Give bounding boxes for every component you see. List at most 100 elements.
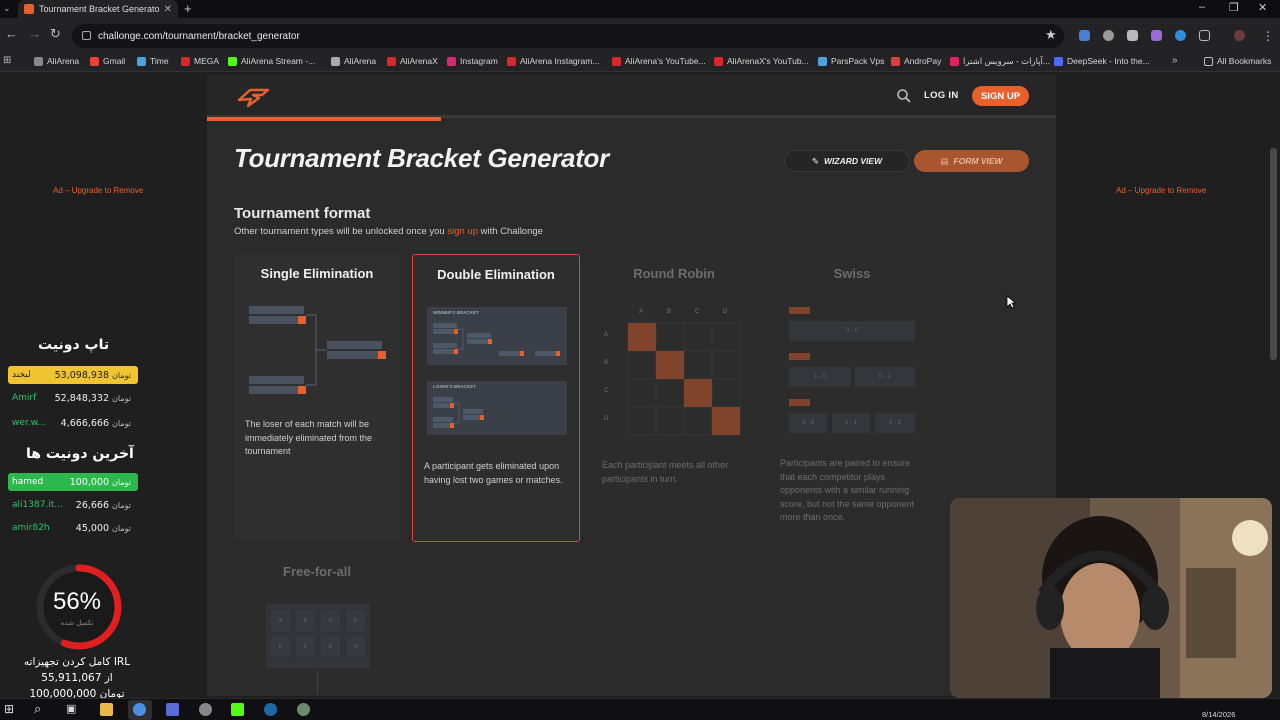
- scrollbar[interactable]: [1270, 148, 1277, 360]
- bookmark-favicon-icon: [331, 56, 340, 66]
- progress-percent: 56%: [52, 588, 102, 615]
- bookmark-item[interactable]: آپارات - سرویس اشترا...: [950, 56, 1050, 67]
- all-bookmarks[interactable]: All Bookmarks: [1204, 56, 1271, 66]
- close-tab-icon[interactable]: ✕: [163, 3, 172, 15]
- pencil-icon: ✎: [811, 155, 820, 166]
- reload-icon[interactable]: ↻: [50, 26, 61, 41]
- windows-taskbar: [0, 698, 1280, 720]
- file-explorer-icon[interactable]: [100, 703, 113, 716]
- top-donation-row: Amirf تومان52,848,332: [12, 392, 131, 404]
- minimize-icon[interactable]: –: [1199, 1, 1206, 13]
- bookmark-item[interactable]: Instagram: [447, 56, 498, 66]
- swiss-score: 0 - 1: [855, 367, 915, 387]
- round-robin-grid-icon: [627, 322, 741, 436]
- format-card-double-elimination[interactable]: Double Elimination WINNER'S BRACKET LOSE…: [412, 254, 580, 542]
- site-info-icon[interactable]: [82, 31, 91, 40]
- card-title: Swiss: [833, 266, 871, 281]
- folder-icon: [1204, 56, 1213, 66]
- bookmark-item[interactable]: AliArenaX's YouTub...: [714, 56, 809, 66]
- bookmark-item[interactable]: AliArena: [331, 56, 376, 66]
- bookmark-favicon-icon: [612, 56, 621, 66]
- card-description: A participant gets eliminated upon havin…: [424, 461, 563, 485]
- bookmark-favicon-icon: [714, 56, 723, 66]
- bookmark-item[interactable]: AliArena Instagram...: [507, 56, 599, 66]
- winners-bracket-icon: [433, 323, 560, 356]
- new-tab-icon[interactable]: +: [184, 1, 192, 16]
- card-title: Single Elimination: [260, 266, 374, 281]
- close-window-icon[interactable]: ✕: [1258, 2, 1268, 14]
- form-view-button[interactable]: ▤FORM VIEW: [914, 150, 1029, 172]
- bookmark-item[interactable]: ParsPack Vps: [818, 56, 884, 66]
- signup-button[interactable]: SIGN UP: [972, 86, 1029, 106]
- challonge-favicon-icon: [24, 4, 34, 14]
- bookmark-item[interactable]: AliArena: [34, 56, 79, 66]
- steam-icon[interactable]: [264, 703, 277, 716]
- address-bar[interactable]: challonge.com/tournament/bracket_generat…: [72, 24, 1064, 48]
- losers-bracket-panel: LOSER'S BRACKET: [427, 381, 567, 435]
- webcam-overlay: [950, 498, 1272, 698]
- format-card-swiss[interactable]: Swiss 0 - 0 1 - 0 0 - 1 2 - 0 1 - 1 0 - …: [769, 254, 935, 540]
- format-card-free-for-all[interactable]: Free-for-all A B C D E F G H: [234, 552, 400, 696]
- windows-start-icon[interactable]: ⊞: [4, 702, 15, 716]
- ad-upgrade-right[interactable]: Ad – Upgrade to Remove: [1116, 186, 1207, 195]
- single-elimination-diagram-icon: [249, 306, 386, 394]
- maximize-icon[interactable]: ❐: [1229, 2, 1239, 14]
- format-card-single-elimination[interactable]: Single Elimination The loser of each mat…: [234, 254, 400, 540]
- profile-avatar[interactable]: [1234, 30, 1245, 41]
- bookmark-item[interactable]: AliArena Stream -...: [228, 56, 315, 66]
- app-icon[interactable]: [166, 703, 179, 716]
- wizard-view-button[interactable]: ✎WIZARD VIEW: [784, 150, 910, 172]
- connector-line: [317, 670, 318, 694]
- bookmark-item[interactable]: DeepSeek - Into the...: [1054, 56, 1150, 66]
- bookmark-favicon-icon: [228, 56, 237, 66]
- obs-icon[interactable]: [199, 703, 212, 716]
- task-view-icon[interactable]: ▣: [66, 703, 77, 715]
- bookmark-favicon-icon: [137, 56, 146, 66]
- bookmark-favicon-icon: [181, 56, 190, 66]
- more-bookmarks-icon[interactable]: »: [1172, 55, 1178, 66]
- card-title: Double Elimination: [437, 267, 555, 282]
- chrome-icon[interactable]: [133, 703, 146, 716]
- kick-icon[interactable]: [231, 703, 244, 716]
- bookmark-item[interactable]: AndroPay: [891, 56, 941, 66]
- bookmark-item[interactable]: MEGA: [181, 56, 219, 66]
- goal-total: 100,000,000 تومان: [29, 688, 125, 700]
- signup-inline-link[interactable]: sign up: [447, 226, 478, 237]
- top-donate-title: تاپ دونیت: [38, 337, 110, 353]
- site-header: [207, 74, 1056, 118]
- back-icon[interactable]: ←: [5, 26, 18, 41]
- forward-icon[interactable]: →: [28, 26, 41, 41]
- challonge-logo-icon[interactable]: [236, 86, 270, 108]
- extension-blue-icon[interactable]: [1175, 30, 1186, 41]
- login-link[interactable]: LOG IN: [924, 90, 959, 101]
- round-robin-col-label: C: [695, 309, 700, 315]
- bookmark-item[interactable]: Gmail: [90, 56, 125, 66]
- winners-bracket-panel: WINNER'S BRACKET: [427, 307, 567, 365]
- app-icon-2[interactable]: [297, 703, 310, 716]
- tab-search-icon[interactable]: ⌄: [3, 3, 11, 13]
- extension-purple-icon[interactable]: [1151, 30, 1162, 41]
- format-subtitle: Other tournament types will be unlocked …: [234, 226, 543, 237]
- last-donation-row: amir82h تومان45,000: [12, 522, 131, 534]
- menu-kebab-icon[interactable]: ⋮: [1262, 29, 1274, 43]
- last-donation-row: ali1387.it... تومان26,666: [12, 499, 131, 511]
- search-icon[interactable]: [896, 88, 912, 104]
- swiss-score: 1 - 1: [832, 413, 870, 433]
- search-taskbar-icon[interactable]: ⌕: [34, 701, 42, 716]
- bookmark-star-icon[interactable]: ★: [1045, 27, 1057, 42]
- card-description: The loser of each match will be immediat…: [245, 419, 373, 456]
- format-card-round-robin[interactable]: Round Robin A B C D Each participant mee…: [591, 254, 757, 540]
- swiss-score: 1 - 0: [789, 367, 851, 387]
- last-donations-title: آخرین دونیت ها: [26, 446, 134, 462]
- extension-icon[interactable]: [1103, 30, 1114, 41]
- translate-extension-icon[interactable]: [1079, 30, 1090, 41]
- extensions-puzzle-icon[interactable]: [1199, 30, 1210, 41]
- shield-extension-icon[interactable]: [1127, 30, 1138, 41]
- ad-upgrade-left[interactable]: Ad – Upgrade to Remove: [53, 186, 144, 195]
- apps-grid-icon[interactable]: ⊞: [3, 55, 12, 66]
- tab-active[interactable]: Tournament Bracket Generato ✕: [18, 0, 178, 18]
- bookmark-item[interactable]: Time: [137, 56, 169, 66]
- bookmark-item[interactable]: AliArena's YouTube...: [612, 56, 706, 66]
- bookmark-item[interactable]: AliArenaX: [387, 56, 438, 66]
- swiss-marker: [789, 307, 810, 314]
